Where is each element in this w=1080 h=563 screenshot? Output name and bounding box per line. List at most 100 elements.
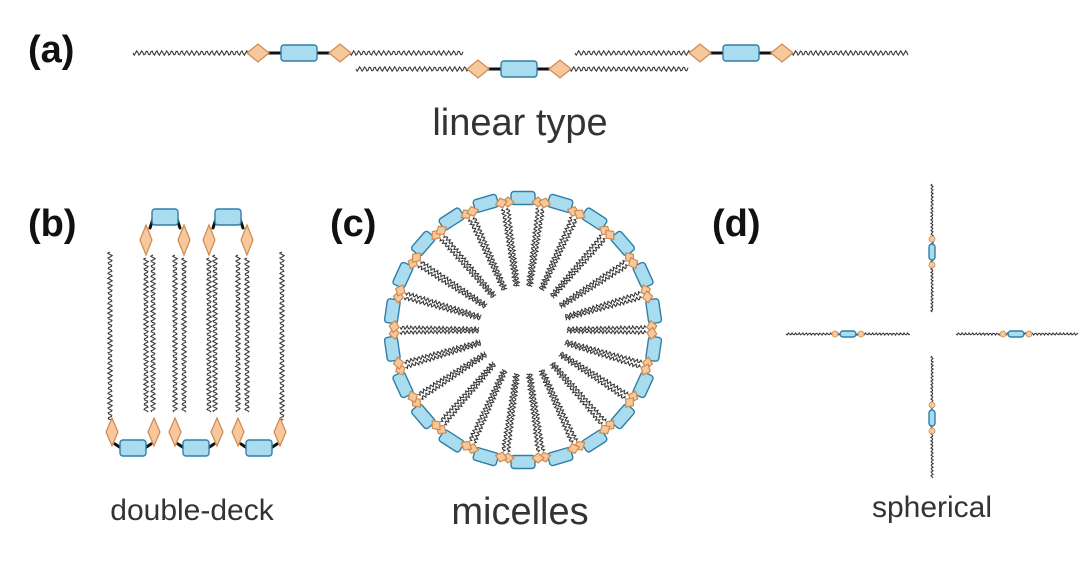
- core-unit: [392, 371, 414, 399]
- end-unit: [494, 451, 508, 463]
- alkyl-chain: [559, 259, 626, 307]
- alkyl-chain: [180, 257, 188, 413]
- micelle-structure: [383, 190, 663, 470]
- end-unit: [147, 416, 161, 448]
- alkyl-chain: [541, 218, 577, 292]
- alkyl-chain: [399, 324, 480, 332]
- end-unit: [831, 330, 839, 338]
- alkyl-chain: [132, 49, 249, 57]
- core-unit: [472, 193, 500, 213]
- end-unit: [435, 225, 448, 236]
- alkyl-chain: [528, 208, 545, 288]
- core-unit: [245, 439, 273, 457]
- core-unit: [645, 298, 663, 325]
- core-unit: [411, 403, 436, 430]
- end-unit: [139, 223, 153, 257]
- core-unit: [546, 447, 574, 467]
- alkyl-chain: [443, 235, 497, 297]
- alkyl-chain: [349, 49, 464, 57]
- end-unit: [177, 223, 191, 257]
- end-unit: [531, 452, 545, 464]
- alkyl-chain: [549, 363, 603, 425]
- alkyl-chain: [205, 257, 213, 413]
- end-unit: [598, 424, 611, 435]
- end-unit: [407, 390, 419, 404]
- end-unit: [273, 416, 287, 448]
- alkyl-chain: [234, 254, 242, 413]
- alkyl-chain: [541, 369, 579, 442]
- end-unit: [641, 290, 654, 304]
- alkyl-chain: [467, 218, 505, 291]
- alkyl-chain: [211, 254, 219, 413]
- core-unit: [214, 208, 242, 226]
- alkyl-chain: [566, 328, 647, 336]
- alkyl-chain: [566, 324, 647, 332]
- end-unit: [431, 419, 441, 431]
- spherical-structure: [785, 183, 1079, 479]
- core-unit: [581, 429, 608, 453]
- alkyl-chain: [549, 234, 602, 297]
- core-unit: [645, 335, 663, 362]
- end-unit: [857, 330, 865, 338]
- core-unit: [928, 409, 936, 427]
- alkyl-chain: [420, 353, 487, 401]
- alkyl-chain: [505, 207, 521, 287]
- alkyl-chain: [564, 341, 641, 368]
- core-unit: [510, 454, 536, 470]
- alkyl-chain: [565, 339, 643, 364]
- core-unit: [722, 44, 760, 62]
- core-unit: [119, 439, 147, 457]
- alkyl-chain: [469, 368, 505, 442]
- alkyl-chain: [278, 251, 286, 421]
- alkyl-chain: [472, 216, 508, 290]
- panel-c-caption: micelles: [451, 491, 588, 533]
- core-unit: [392, 261, 414, 289]
- end-unit: [573, 209, 586, 220]
- end-unit: [928, 261, 936, 269]
- core-unit: [546, 193, 574, 213]
- alkyl-chain: [791, 49, 909, 57]
- core-unit: [438, 207, 465, 231]
- end-unit: [328, 43, 352, 63]
- core-unit: [510, 190, 536, 206]
- alkyl-chain: [551, 361, 607, 422]
- end-unit: [460, 440, 473, 451]
- core-unit: [581, 207, 608, 231]
- alkyl-chain: [565, 290, 641, 319]
- core-unit: [383, 335, 401, 362]
- end-unit: [548, 59, 572, 79]
- linear-type-structure: [132, 43, 909, 79]
- alkyl-chain: [565, 295, 642, 321]
- core-unit: [928, 243, 936, 261]
- alkyl-chain: [574, 49, 691, 57]
- end-unit: [395, 284, 406, 297]
- core-unit: [632, 261, 654, 289]
- core-unit: [182, 439, 210, 457]
- end-unit: [392, 356, 405, 370]
- alkyl-chain: [538, 216, 573, 291]
- core-unit: [472, 447, 500, 467]
- alkyl-chain: [551, 237, 606, 299]
- core-unit: [280, 44, 318, 62]
- alkyl-chain: [440, 361, 495, 423]
- alkyl-chain: [405, 341, 481, 370]
- end-unit: [494, 197, 508, 209]
- end-unit: [625, 397, 635, 408]
- alkyl-chain: [399, 328, 480, 336]
- alkyl-chain: [243, 257, 251, 413]
- alkyl-chain: [528, 373, 546, 452]
- alkyl-chain: [142, 257, 150, 413]
- end-unit: [928, 401, 936, 409]
- end-unit: [538, 197, 552, 209]
- panel-d-label: (d): [712, 203, 761, 245]
- end-unit: [246, 43, 270, 63]
- alkyl-chain: [403, 296, 481, 321]
- panel-b-label: (b): [28, 203, 77, 245]
- panel-d-caption: spherical: [872, 491, 992, 524]
- panel-b-caption: double-deck: [110, 494, 274, 527]
- end-unit: [646, 326, 658, 341]
- alkyl-chain: [417, 265, 487, 309]
- alkyl-chain: [501, 372, 518, 452]
- core-unit: [383, 298, 401, 325]
